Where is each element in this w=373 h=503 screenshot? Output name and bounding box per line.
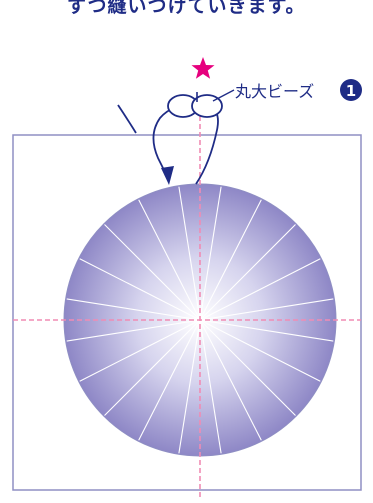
- bead-label: 丸大ビーズ: [235, 82, 314, 101]
- curved-arrow-icon: [161, 166, 174, 185]
- star-icon: [192, 57, 215, 79]
- number-badge-text: 1: [346, 82, 356, 100]
- thread-curve: [118, 105, 136, 133]
- callout-leader-line: [213, 90, 234, 101]
